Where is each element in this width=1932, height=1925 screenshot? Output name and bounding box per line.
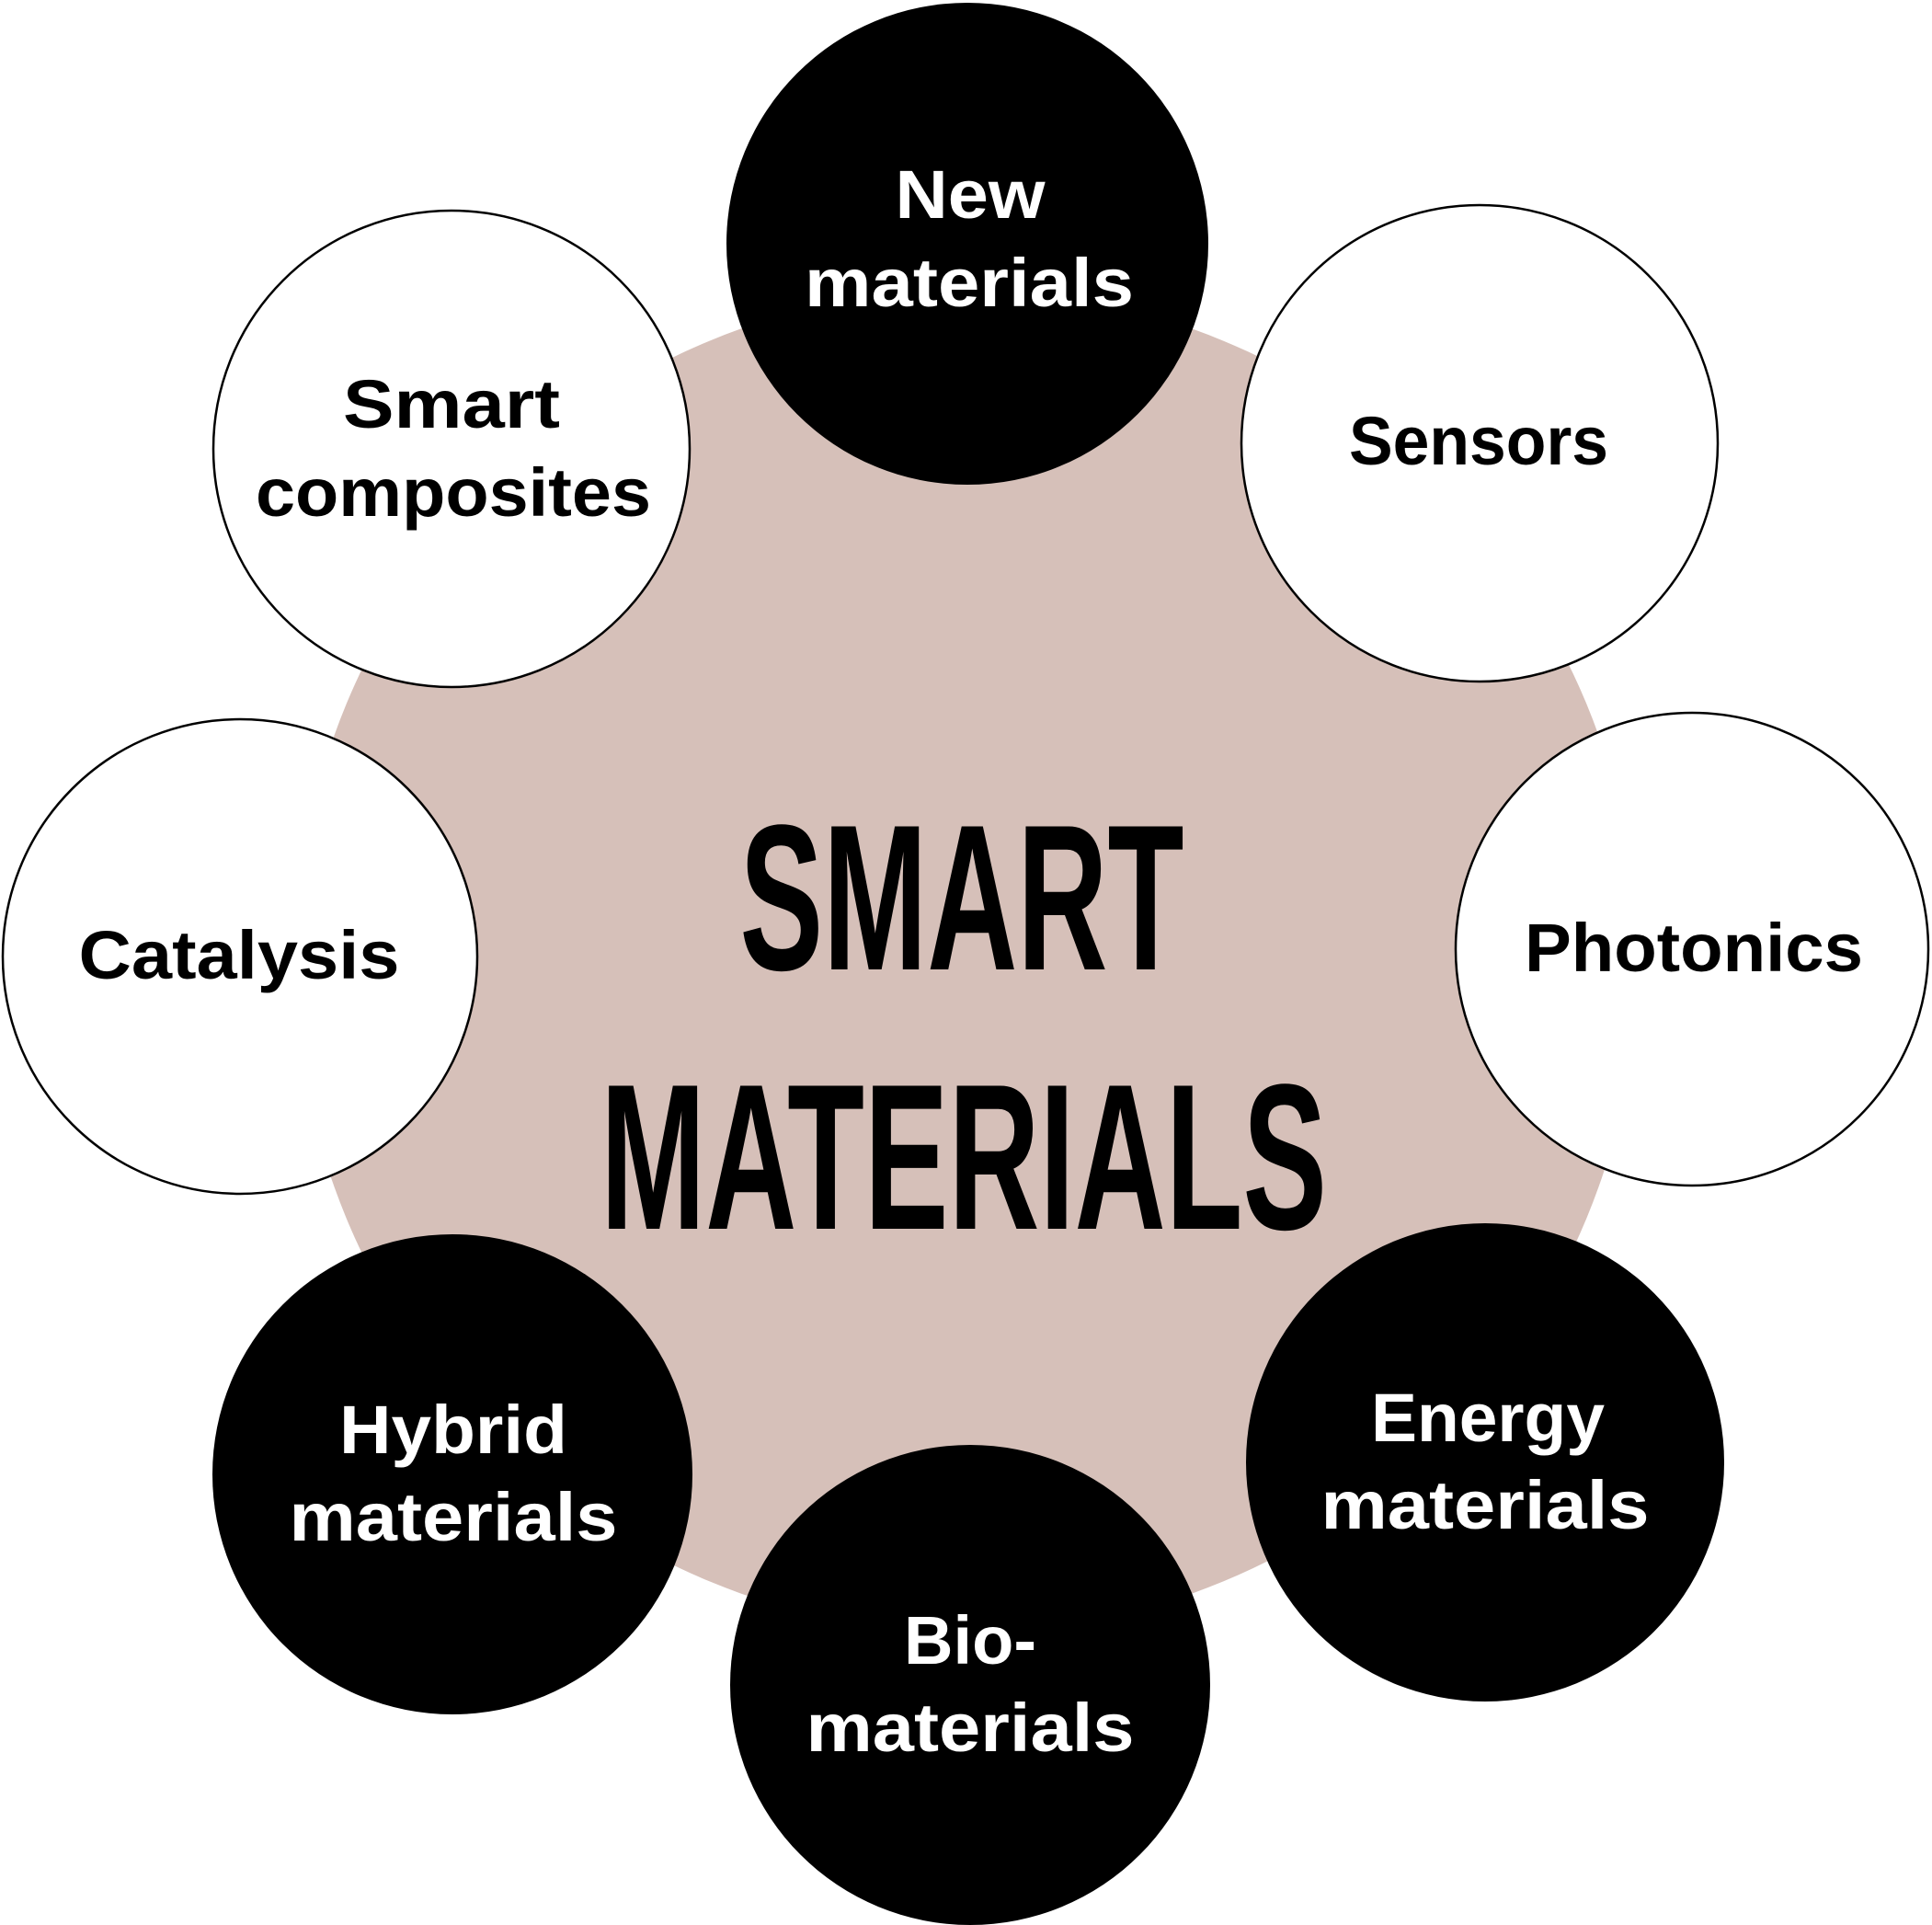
node-label-line-2: materials [1321,1467,1650,1543]
node-label-line-1: Hybrid [339,1392,567,1468]
node-label-line-1: Photonics [1525,910,1863,986]
node-label-line-2: composites [256,454,651,531]
node-circle [212,1234,692,1714]
node-smart-composites: Smart composites [211,209,692,689]
node-circle [726,3,1208,485]
node-new-materials: New materials [726,3,1208,485]
hub-title-line-1: SMART [740,781,1184,1014]
node-label-line-1: Smart [343,366,560,442]
node-circle [1454,711,1930,1187]
node-bio-materials: Bio- materials [730,1445,1210,1925]
node-label-line-1: Sensors [1349,403,1608,479]
node-catalysis: Catalysis [1,717,479,1196]
node-photonics: Photonics [1454,711,1930,1187]
node-label-line-1: Catalysis [79,917,400,993]
node-circle [730,1445,1210,1925]
node-hybrid-materials: Hybrid materials [212,1234,692,1714]
hub-title-line-2: MATERIALS [600,1040,1327,1273]
node-energy-materials: Energy materials [1246,1223,1724,1702]
node-circle [1240,203,1720,683]
node-label-line-2: materials [806,1690,1135,1766]
hub: SMART MATERIALS [295,290,1638,1633]
node-label-line-1: Energy [1371,1380,1605,1456]
node-circle [1246,1223,1724,1702]
node-label-line-1: Bio- [904,1602,1036,1679]
node-circle [211,209,692,689]
node-label-line-2: materials [290,1479,618,1555]
node-circle [1,717,479,1196]
node-label-line-1: New [896,156,1046,233]
node-label-line-2: materials [805,245,1134,321]
hub-circle [295,290,1638,1633]
node-sensors: Sensors [1240,203,1720,683]
